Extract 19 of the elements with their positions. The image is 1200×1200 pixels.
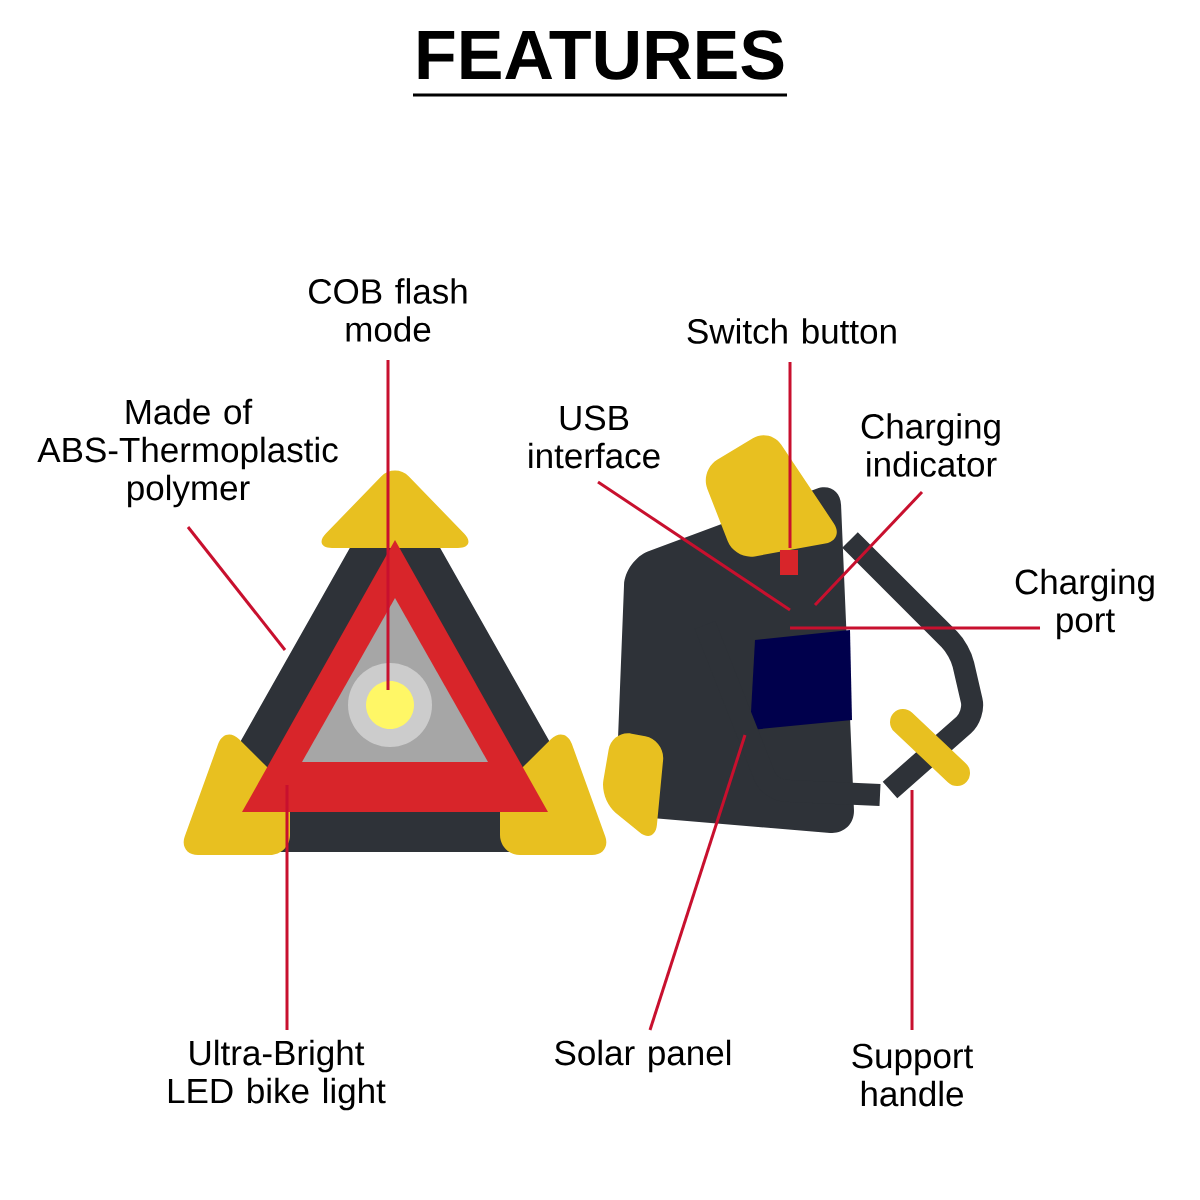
leader-line (813, 490, 924, 607)
callout-label: Support handle (852, 1043, 974, 1107)
callout-label: COB flash mode (309, 278, 467, 342)
leader-line (788, 362, 792, 548)
leader-line (285, 785, 289, 1030)
leader-line (186, 526, 287, 651)
callout-label: Charging indicator (861, 413, 1000, 477)
callout-label: Made of ABS-Thermoplastic polymer (37, 398, 338, 508)
callout-label: Ultra-Bright LED bike light (168, 1039, 386, 1111)
leader-line (386, 360, 390, 690)
leader-line (597, 480, 791, 612)
leader-line (790, 626, 1040, 630)
title: FEATURES (418, 30, 784, 80)
callout-label: Solar panel (555, 1039, 731, 1073)
callout-label: USB interface (529, 405, 660, 469)
leader-line (648, 734, 747, 1031)
callout-label: Charging port (1015, 568, 1154, 640)
callout-label: Switch button (687, 318, 896, 344)
leader-line (910, 790, 914, 1030)
